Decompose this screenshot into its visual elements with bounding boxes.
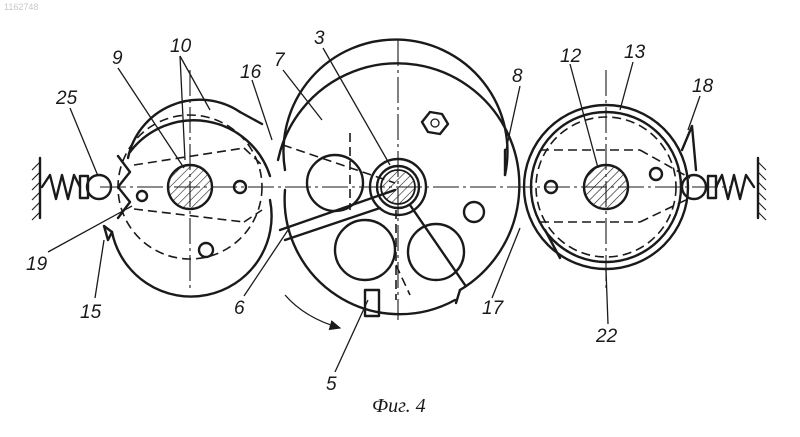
left-wheel bbox=[104, 70, 272, 297]
left-wheel-outer-rim-bottom bbox=[112, 200, 272, 297]
label-7: 7 bbox=[274, 50, 286, 71]
label-19: 19 bbox=[26, 254, 48, 275]
rotation-arrow bbox=[285, 295, 340, 328]
watermark-text: 1162748 bbox=[4, 2, 38, 12]
left-spring-assembly bbox=[32, 158, 111, 220]
label-16: 16 bbox=[240, 62, 262, 83]
central-hole-lower-left bbox=[335, 220, 395, 280]
hex-nut bbox=[422, 112, 448, 134]
left-wheel-upper-chord bbox=[134, 148, 244, 165]
left-wheel-small-pin bbox=[137, 191, 147, 201]
left-wheel-hole bbox=[199, 243, 213, 257]
label-17: 17 bbox=[482, 298, 505, 319]
right-wheel bbox=[524, 70, 696, 290]
left-wheel-tooth-15 bbox=[104, 226, 112, 240]
label-10: 10 bbox=[170, 36, 192, 57]
central-wheel bbox=[278, 40, 519, 328]
central-hole-small bbox=[464, 202, 484, 222]
label-8: 8 bbox=[512, 66, 523, 87]
right-wheel-pin-right bbox=[650, 168, 662, 180]
label-12: 12 bbox=[560, 46, 582, 67]
label-3: 3 bbox=[314, 28, 325, 49]
left-spring bbox=[42, 175, 80, 199]
label-9: 9 bbox=[112, 48, 123, 69]
figure-caption: Фиг. 4 bbox=[372, 395, 426, 417]
central-inner-rim bbox=[283, 40, 507, 175]
label-22: 22 bbox=[595, 326, 618, 347]
label-25: 25 bbox=[55, 88, 78, 109]
left-wheel-rim-step bbox=[240, 112, 262, 124]
label-18: 18 bbox=[692, 76, 714, 97]
label-15: 15 bbox=[80, 302, 102, 323]
label-6: 6 bbox=[234, 298, 245, 319]
central-hole-left bbox=[307, 155, 363, 211]
left-wheel-lower-chord bbox=[134, 209, 244, 222]
right-spring bbox=[716, 175, 754, 199]
label-5: 5 bbox=[326, 374, 337, 395]
central-lower-rim bbox=[285, 190, 455, 314]
label-13: 13 bbox=[624, 42, 646, 63]
